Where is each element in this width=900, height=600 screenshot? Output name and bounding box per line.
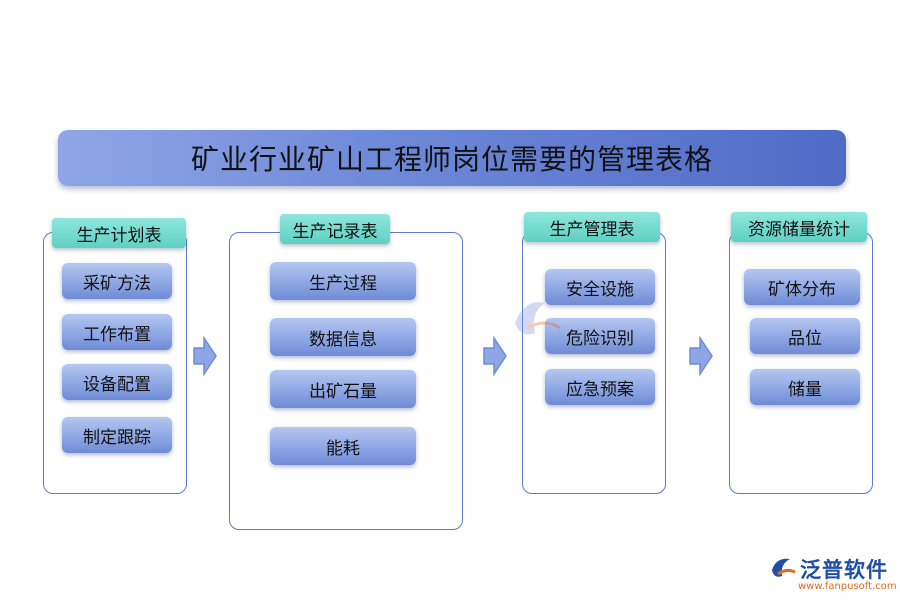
item-mining-method: 采矿方法 (62, 263, 172, 299)
diagram-title: 矿业行业矿山工程师岗位需要的管理表格 (58, 130, 846, 186)
diagram-title-text: 矿业行业矿山工程师岗位需要的管理表格 (190, 143, 713, 176)
item-energy-use: 能耗 (270, 427, 416, 465)
item-safety-facilities: 安全设施 (545, 269, 655, 305)
item-orebody-distribution: 矿体分布 (744, 269, 860, 305)
brand-logo: 泛普软件 www.fanpusoft.com (768, 552, 898, 598)
item-work-layout: 工作布置 (62, 314, 172, 350)
item-reserves: 储量 (750, 369, 860, 405)
brand-logo-url: www.fanpusoft.com (798, 581, 897, 592)
column-title-resource-reserves: 资源储量统计 (731, 212, 867, 242)
flow-arrow-icon (689, 336, 713, 376)
item-data-info: 数据信息 (270, 318, 416, 356)
brand-logo-name: 泛普软件 (800, 558, 888, 582)
watermark-logo-icon (515, 302, 561, 335)
item-ore-output: 出矿石量 (270, 370, 416, 408)
item-emergency-plan: 应急预案 (545, 369, 655, 405)
item-plan-tracking: 制定跟踪 (62, 417, 172, 453)
item-hazard-identification: 危险识别 (545, 318, 655, 354)
column-title-production-management: 生产管理表 (524, 212, 660, 242)
column-title-production-plan: 生产计划表 (52, 218, 186, 248)
item-grade: 品位 (750, 318, 860, 354)
item-equipment-config: 设备配置 (62, 364, 172, 400)
flow-arrow-icon (193, 336, 217, 376)
brand-logo-icon (772, 558, 796, 577)
flow-arrow-icon (483, 336, 507, 376)
column-title-production-record: 生产记录表 (280, 214, 390, 244)
item-production-process: 生产过程 (270, 262, 416, 300)
